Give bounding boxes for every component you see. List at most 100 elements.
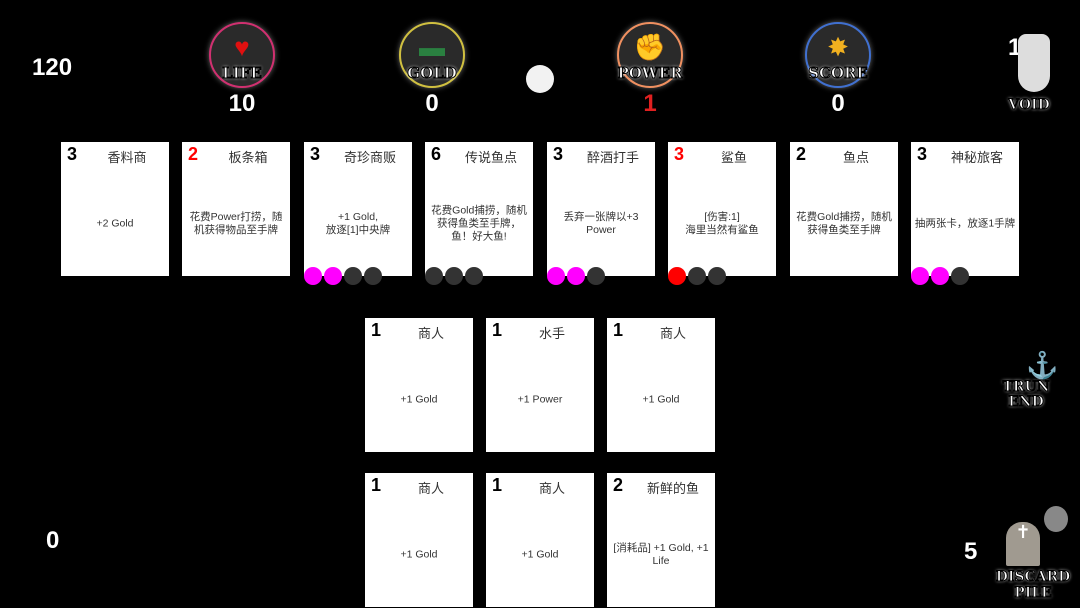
hand-card[interactable]: 1 商人 +1 Gold bbox=[365, 473, 473, 607]
market-card[interactable]: 3 鲨鱼 [伤害:1] 海里当然有鲨鱼 bbox=[668, 142, 776, 285]
hand-card[interactable]: 2 新鲜的鱼 [消耗品] +1 Gold, +1 Life bbox=[607, 473, 715, 607]
star-burst-icon: ✸ bbox=[827, 32, 849, 62]
charge-dot-empty bbox=[364, 267, 382, 285]
ghost-icon bbox=[1044, 506, 1068, 532]
card-name: 香料商 bbox=[107, 150, 147, 165]
anchor-icon: ⚓ bbox=[1026, 350, 1059, 380]
card-name: 传说鱼点 bbox=[464, 150, 517, 165]
charge-dot-filled bbox=[324, 267, 342, 285]
played-card[interactable]: 1 商人 +1 Gold bbox=[607, 318, 715, 452]
market-card[interactable]: 3 神秘旅客 抽两张卡，放逐1手牌 bbox=[911, 142, 1019, 285]
stat-power: ✊ POWER 1 bbox=[610, 22, 690, 118]
charge-dot-empty bbox=[587, 267, 605, 285]
stat-value: 0 bbox=[425, 90, 439, 117]
discard-label-1: DISCARD bbox=[995, 569, 1071, 585]
void-pile[interactable]: VOID bbox=[998, 32, 1060, 118]
card-cost: 1 bbox=[371, 475, 382, 495]
charge-dot-filled bbox=[547, 267, 565, 285]
tombstone-icon: ✝ bbox=[1006, 522, 1040, 566]
card-cost: 1 bbox=[492, 320, 503, 340]
center-orb[interactable] bbox=[526, 65, 554, 93]
discard-pile[interactable]: ✝ DISCARD PILE bbox=[986, 504, 1080, 608]
card-description: 花费Gold捕捞，随机获得鱼类至手牌 bbox=[796, 211, 892, 236]
charge-dot-empty bbox=[708, 267, 726, 285]
turn-end-label-2: END bbox=[1008, 394, 1045, 410]
toilet-icon bbox=[1018, 34, 1050, 92]
card-description: +1 Gold bbox=[400, 548, 438, 561]
card-description: 花费Power打捞，随机获得物品至手牌 bbox=[189, 211, 283, 236]
card-name: 商人 bbox=[417, 326, 444, 341]
charge-dot-filled bbox=[931, 267, 949, 285]
played-card[interactable]: 1 水手 +1 Power bbox=[486, 318, 594, 452]
card-cost: 3 bbox=[310, 144, 321, 164]
fist-icon: ✊ bbox=[633, 32, 667, 62]
stat-gold: ▬ GOLD 0 bbox=[392, 22, 472, 118]
stat-value: 10 bbox=[228, 90, 256, 117]
life-badge: ♥ LIFE bbox=[209, 22, 275, 88]
card-name: 鲨鱼 bbox=[720, 150, 747, 165]
card-description: +1 Gold bbox=[400, 393, 438, 406]
card-description: 丢弃一张牌以+3 Power bbox=[563, 211, 639, 236]
card-cost: 2 bbox=[613, 475, 624, 495]
card-name: 神秘旅客 bbox=[950, 150, 1003, 165]
charge-dot-filled bbox=[304, 267, 322, 285]
played-card[interactable]: 1 商人 +1 Gold bbox=[365, 318, 473, 452]
card-name: 奇珍商贩 bbox=[343, 150, 396, 165]
card-cost: 1 bbox=[613, 320, 624, 340]
card-description: +1 Gold bbox=[642, 393, 680, 406]
discard-count: 5 bbox=[964, 538, 978, 565]
card-description: [伤害:1] 海里当然有鲨鱼 bbox=[685, 211, 759, 236]
charge-dots bbox=[547, 267, 605, 285]
stat-life: ♥ LIFE 10 bbox=[202, 22, 282, 118]
stat-label: GOLD bbox=[407, 64, 457, 83]
charge-dots bbox=[304, 267, 382, 285]
card-cost: 2 bbox=[796, 144, 807, 164]
market-card[interactable]: 3 醉酒打手 丢弃一张牌以+3 Power bbox=[547, 142, 655, 285]
card-cost: 3 bbox=[674, 144, 685, 164]
stat-label: SCORE bbox=[808, 64, 869, 83]
card-name: 商人 bbox=[538, 481, 565, 496]
charge-dots bbox=[425, 267, 483, 285]
discard-label-2: PILE bbox=[1014, 585, 1053, 601]
card-name: 新鲜的鱼 bbox=[646, 481, 699, 496]
stat-value: 1 bbox=[643, 90, 657, 117]
card-cost: 3 bbox=[67, 144, 78, 164]
charge-dots bbox=[668, 267, 726, 285]
stat-label: LIFE bbox=[222, 64, 263, 83]
card-description: [消耗品] +1 Gold, +1 Life bbox=[613, 542, 709, 567]
charge-dot-empty bbox=[951, 267, 969, 285]
score-badge: ✸ SCORE bbox=[805, 22, 871, 88]
charge-dots bbox=[911, 267, 969, 285]
stat-score: ✸ SCORE 0 bbox=[798, 22, 878, 118]
hand-card[interactable]: 1 商人 +1 Gold bbox=[486, 473, 594, 607]
card-name: 商人 bbox=[659, 326, 686, 341]
charge-dot-empty bbox=[688, 267, 706, 285]
charge-dot-empty bbox=[445, 267, 463, 285]
card-description: 花费Gold捕捞，随机获得鱼类至手牌，鱼！好大鱼! bbox=[431, 204, 527, 243]
charge-dot-empty bbox=[344, 267, 362, 285]
turn-end-button[interactable]: ⚓ TRUN END bbox=[992, 350, 1060, 422]
charge-dot-damage bbox=[668, 267, 686, 285]
heart-icon: ♥ bbox=[234, 32, 250, 62]
card-description: +1 Gold bbox=[521, 548, 559, 561]
card-cost: 6 bbox=[431, 144, 442, 164]
market-card[interactable]: 2 板条箱 花费Power打捞，随机获得物品至手牌 bbox=[182, 142, 290, 276]
card-cost: 3 bbox=[553, 144, 564, 164]
card-name: 鱼点 bbox=[842, 150, 869, 165]
card-description: +2 Gold bbox=[96, 217, 134, 230]
market-card[interactable]: 3 香料商 +2 Gold bbox=[61, 142, 169, 276]
card-cost: 1 bbox=[371, 320, 382, 340]
card-cost: 1 bbox=[492, 475, 503, 495]
card-cost: 2 bbox=[188, 144, 199, 164]
market-card[interactable]: 2 鱼点 花费Gold捕捞，随机获得鱼类至手牌 bbox=[790, 142, 898, 276]
charge-dot-empty bbox=[465, 267, 483, 285]
card-name: 醉酒打手 bbox=[586, 150, 639, 165]
money-icon: ▬ bbox=[419, 32, 445, 62]
turn-counter: 120 bbox=[32, 54, 73, 81]
market-card[interactable]: 6 传说鱼点 花费Gold捕捞，随机获得鱼类至手牌，鱼！好大鱼! bbox=[425, 142, 533, 285]
card-cost: 3 bbox=[917, 144, 928, 164]
gold-badge: ▬ GOLD bbox=[399, 22, 465, 88]
charge-dot-empty bbox=[425, 267, 443, 285]
market-card[interactable]: 3 奇珍商贩 +1 Gold, 放逐[1]中央牌 bbox=[304, 142, 412, 285]
void-label: VOID bbox=[1008, 97, 1051, 113]
